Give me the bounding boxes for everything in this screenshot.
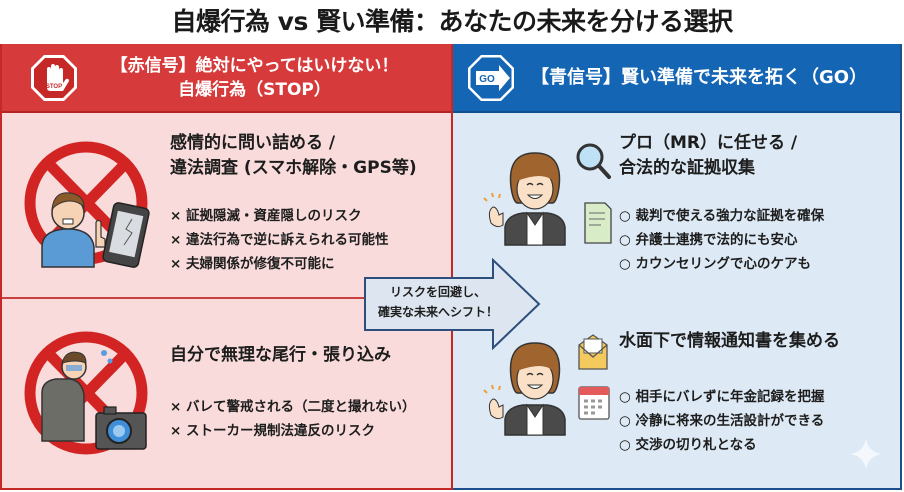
nervous-man-camera-prohibited-icon xyxy=(24,331,148,455)
benefit-item: ○ 交渉の切り札となる xyxy=(619,437,757,453)
arrow-line: リスクを回避し、 xyxy=(389,285,486,299)
risk-item: × 証拠隠滅・資産隠しのリスク xyxy=(170,208,362,224)
go-item-title: 水面下で情報通知書を集める xyxy=(619,329,840,354)
benefit-list: ○ 裁判で使える強力な証拠を確保 ○ 弁護士連携で法的にも安心 ○ カウンセリン… xyxy=(619,204,824,276)
title-line: 水面下で情報通知書を集める xyxy=(619,331,840,351)
stop-hand-sign-icon: STOP xyxy=(31,54,77,101)
risk-item: × 夫婦関係が修復不可能に xyxy=(170,256,335,272)
sparkle-icon xyxy=(850,438,882,470)
stop-header-line1: 【赤信号】絶対にやってはいけない！ xyxy=(110,55,399,76)
stop-header-line2: 自爆行為（STOP） xyxy=(178,79,331,100)
page-title: 自爆行為 vs 賢い準備：あなたの未来を分ける選択 xyxy=(171,7,733,36)
go-header-text: 【青信号】賢い準備で未来を拓く（GO） xyxy=(531,66,868,88)
go-item-professional: プロ（MR）に任せる / 合法的な証拠収集 ○ 裁判で使える強力な証拠を確保 ○… xyxy=(453,113,900,301)
benefit-item: ○ 相手にバレずに年金記録を把握 xyxy=(619,389,825,405)
professional-woman-magnifier-document-icon xyxy=(483,143,612,246)
arrow-line: 確実な未来へシフト！ xyxy=(377,305,498,319)
stop-body: 感情的に問い詰める / 違法調査 (スマホ解除・GPS等) × 証拠隠滅・資産隠… xyxy=(2,113,451,488)
risk-item: × バレて警戒される（二度と撮れない） xyxy=(170,399,416,415)
title-line: 合法的な証拠収集 xyxy=(619,158,755,178)
title-line: 違法調査 (スマホ解除・GPS等) xyxy=(170,158,417,178)
title-line: 感情的に問い詰める / xyxy=(170,133,336,153)
professional-woman-envelope-calendar-icon xyxy=(483,334,610,436)
go-item-information: 水面下で情報通知書を集める ○ 相手にバレずに年金記録を把握 ○ 冷静に将来の生… xyxy=(453,301,900,488)
benefit-item: ○ カウンセリングで心のケアも xyxy=(619,256,811,272)
go-arrow-sign-icon: GO xyxy=(468,54,514,101)
shift-arrow: リスクを回避し、 確実な未来へシフト！ xyxy=(363,258,541,350)
stop-header-text: 【赤信号】絶対にやってはいけない！ 自爆行為（STOP） xyxy=(78,54,451,102)
stop-column: STOP 【赤信号】絶対にやってはいけない！ 自爆行為（STOP） xyxy=(0,44,453,490)
angry-man-broken-phone-prohibited-icon xyxy=(24,141,150,268)
benefit-item: ○ 弁護士連携で法的にも安心 xyxy=(619,232,798,248)
go-item-title: プロ（MR）に任せる / 合法的な証拠収集 xyxy=(619,131,797,181)
go-header: GO 【青信号】賢い準備で未来を拓く（GO） xyxy=(453,44,900,113)
risk-item: × 違法行為で逆に訴えられる可能性 xyxy=(170,232,389,248)
benefit-item: ○ 裁判で使える強力な証拠を確保 xyxy=(619,208,825,224)
shift-arrow-text: リスクを回避し、 確実な未来へシフト！ xyxy=(373,282,503,322)
risk-list: × 証拠隠滅・資産隠しのリスク × 違法行為で逆に訴えられる可能性 × 夫婦関係… xyxy=(170,204,389,276)
risk-list: × バレて警戒される（二度と撮れない） × ストーカー規制法違反のリスク xyxy=(170,395,416,443)
svg-text:GO: GO xyxy=(479,74,495,85)
stop-item-title: 感情的に問い詰める / 違法調査 (スマホ解除・GPS等) xyxy=(170,131,417,181)
go-column: GO 【青信号】賢い準備で未来を拓く（GO） プロ（MR）に任せる xyxy=(453,44,902,490)
svg-text:STOP: STOP xyxy=(46,84,62,90)
right-arrow-icon xyxy=(364,258,541,350)
stop-item-confront: 感情的に問い詰める / 違法調査 (スマホ解除・GPS等) × 証拠隠滅・資産隠… xyxy=(2,113,451,299)
stop-header: STOP 【赤信号】絶対にやってはいけない！ 自爆行為（STOP） xyxy=(2,44,451,113)
title-line: プロ（MR）に任せる / xyxy=(619,133,798,153)
risk-item: × ストーカー規制法違反のリスク xyxy=(170,423,376,439)
stop-item-title: 自分で無理な尾行・張り込み xyxy=(170,343,391,368)
benefit-list: ○ 相手にバレずに年金記録を把握 ○ 冷静に将来の生活設計ができる ○ 交渉の切… xyxy=(619,385,824,457)
stop-item-tailing: 自分で無理な尾行・張り込み × バレて警戒される（二度と撮れない） × ストーカ… xyxy=(2,301,451,488)
title-line: 自分で無理な尾行・張り込み xyxy=(170,345,391,365)
benefit-item: ○ 冷静に将来の生活設計ができる xyxy=(619,413,825,429)
